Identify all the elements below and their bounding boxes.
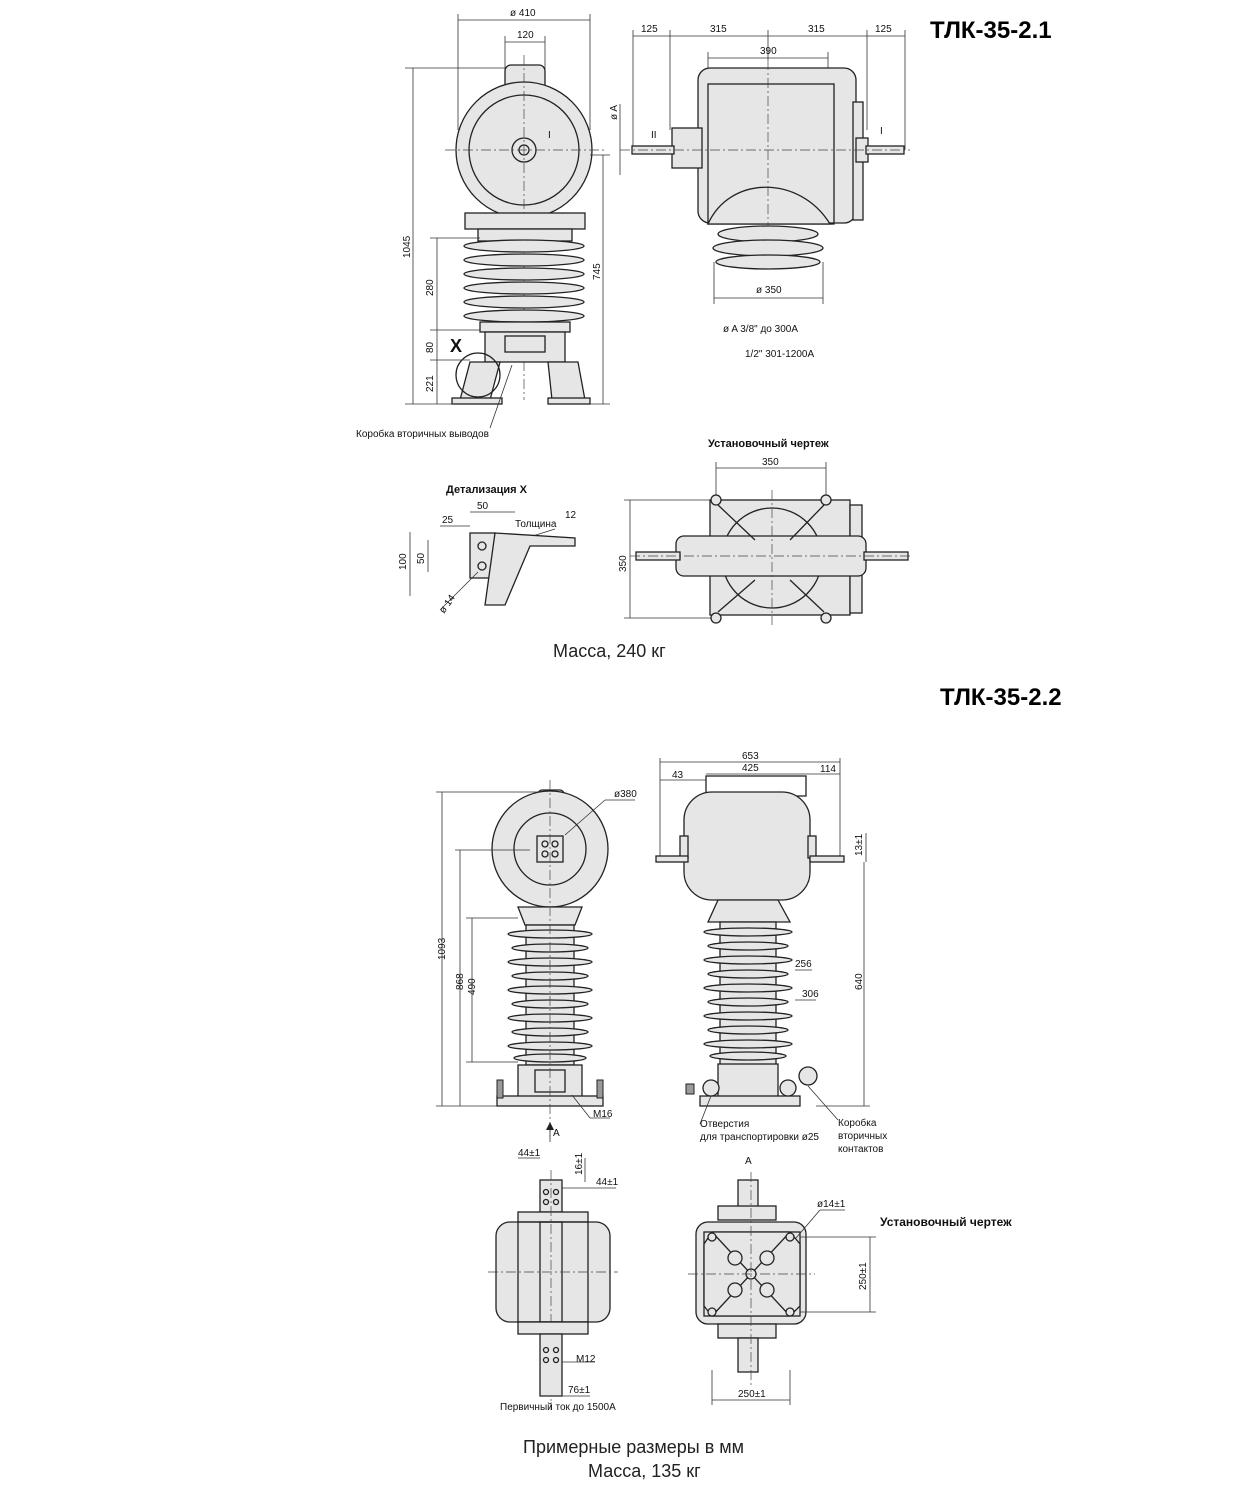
model-1-mass: Масса, 240 кг [553,641,666,661]
dim-d315a: 315 [710,24,727,35]
install-title-2: Установочный чертеж [880,1215,1012,1229]
model-2-title: ТЛК-35-2.2 [940,684,1062,711]
box2-label-2: вторичных [838,1131,887,1142]
detail-x-title: Детализация X [446,484,528,496]
dim-d76: 76±1 [568,1385,591,1396]
dim-d221: 221 [425,375,436,392]
model-1-install-view: Установочный чертеж 350 350 [618,438,912,625]
arrow-a1: A [553,1128,560,1139]
model-2-side-view: 653 425 43 114 13±1 256 30 [655,751,887,1155]
dim-d425: 425 [742,763,759,774]
primary-current-label: Первичный ток до 1500А [500,1402,616,1413]
box2-label-1: Коробка [838,1117,877,1129]
install-title-1: Установочный чертеж [708,438,829,450]
dim-d250h: 250±1 [738,1389,766,1400]
dim-d80: 80 [425,341,436,353]
dim-m12: M12 [576,1354,596,1365]
dim-d250v: 250±1 [858,1262,869,1290]
dim-d25-detail: 25 [442,515,454,526]
dim-d125a: 125 [641,24,658,35]
dim-d868: 868 [455,973,466,990]
dim-d350b: 350 [762,457,779,468]
dim-d1093: 1093 [437,937,448,960]
terminal-label-2: II [651,130,657,141]
dim-d1045: 1045 [402,235,413,258]
dim-d114: 114 [820,764,836,775]
dim-d745: 745 [592,263,603,280]
dim-d640: 640 [854,973,865,990]
dim-m16: M16 [593,1109,613,1120]
secondary-box-label: Коробка вторичных выводов [356,428,489,440]
dim-d125b: 125 [875,24,892,35]
dim-d120: 120 [517,30,534,41]
view-x-marker: X [450,336,462,356]
dim-d50-detail: 50 [477,501,489,512]
dim-d12-detail: 12 [565,510,577,521]
dim-d390: 390 [760,46,777,57]
dim-dA: ø A [609,105,620,120]
holes-label-2: для транспортировки ø25 [700,1132,819,1143]
box2-label-3: контактов [838,1144,883,1155]
dim-d44a: 44±1 [518,1148,541,1159]
dim-d490: 490 [467,978,478,995]
model-2-side-sheds [703,927,793,1061]
model-1-detail-x: Детализация X 50 25 12 Толщина 100 50 ø … [398,484,577,616]
dim-d13: 13±1 [854,833,865,856]
dim-d43: 43 [672,770,684,781]
insulator-sheds [463,239,585,323]
dim-d256: 256 [795,959,812,970]
dimensions-note: Примерные размеры в мм [523,1437,744,1457]
dim-d14-install: ø14±1 [817,1199,846,1210]
dim-d653: 653 [742,751,759,762]
dim-d280: 280 [425,279,436,296]
model-1-front-view: ø 410 120 I [356,8,610,440]
dim-d315b: 315 [808,24,825,35]
model-1-side-view: 125 315 315 125 390 II I ø A ø 350 ø A 3… [609,24,910,360]
holes-label-1: Отверстия [700,1119,749,1130]
model-1-title: ТЛК-35-2.1 [930,17,1052,44]
model-2-front-view: ø380 M16 1093 868 [436,780,637,1142]
arrow-a2: A [745,1156,752,1167]
note-a-line2: 1/2" 301-1200A [745,349,814,360]
mounting-feet [710,494,832,624]
model-2-install-view: A ø14±1 250±1 250±1 Установочный чертеж [688,1156,1012,1405]
terminal-label-1: I [548,130,551,141]
model-2-mass: Масса, 135 кг [588,1461,701,1481]
dim-d306: 306 [802,989,819,1000]
dim-d410: ø 410 [510,8,536,19]
note-a-line1: ø A 3/8" до 300A [723,324,798,335]
dim-d14-detail: ø 14 [437,593,458,616]
terminal-label-1b: I [880,126,883,137]
dim-d16: 16±1 [574,1152,585,1175]
dim-d44b: 44±1 [596,1177,619,1188]
dim-d380: ø380 [614,789,637,800]
dim-d350: ø 350 [756,285,782,296]
dim-d50b-detail: 50 [416,552,427,564]
dim-d350c: 350 [618,555,629,572]
model-2-view-a-front: 44±1 16±1 44±1 M12 76±1 Первичный ток до… [488,1148,619,1413]
thickness-label: Толщина [515,519,557,530]
dim-d100-detail: 100 [398,553,409,570]
